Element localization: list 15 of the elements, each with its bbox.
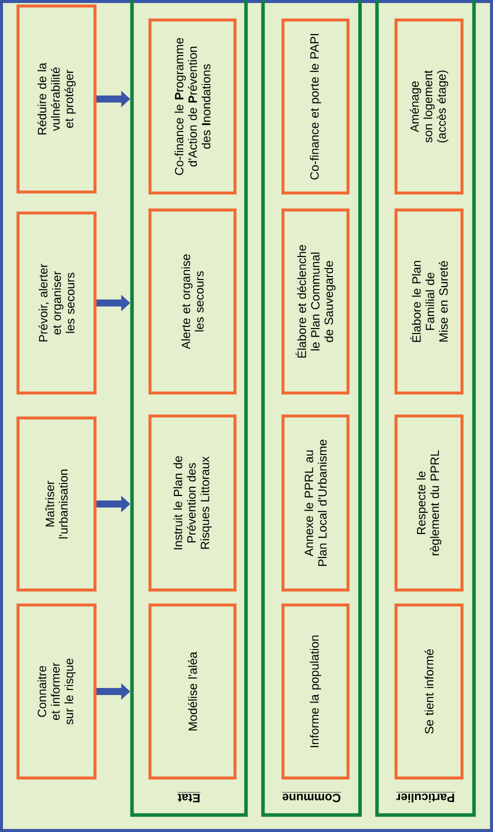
action-box: Se tient informé [394, 604, 464, 780]
action-box: Aménage son logement (accès étage) [394, 18, 464, 194]
goal-box: Prévoir, alerter et organiser les secours [16, 212, 96, 394]
goal-box: Connaitre et informer sur le risque [16, 604, 96, 780]
action-box: Élabore et déclenche le Plan Communal de Sauvegarde [282, 208, 350, 394]
action-box: Modélise l'aléa [148, 604, 236, 780]
goal-box: Maîtriser l'urbanisation [16, 416, 96, 592]
action-box: Respecte le règlement du PPRL [394, 414, 464, 592]
action-box: Élabore le Plan Familial de Mise en Sureté [394, 208, 464, 394]
action-box: Instruit le Plan de Prévention des Risques Littoraux [148, 414, 236, 592]
action-box: Annexe le PPRL au Plan Local d'Urbanisme [282, 414, 350, 592]
action-box: Co-finance et porte le PAPI [282, 18, 350, 194]
action-box: Alerte et organise les secours [148, 208, 236, 394]
action-box: Informe la population [282, 604, 350, 780]
goal-box: Réduire de la vulnérabilité et protéger [16, 4, 96, 194]
